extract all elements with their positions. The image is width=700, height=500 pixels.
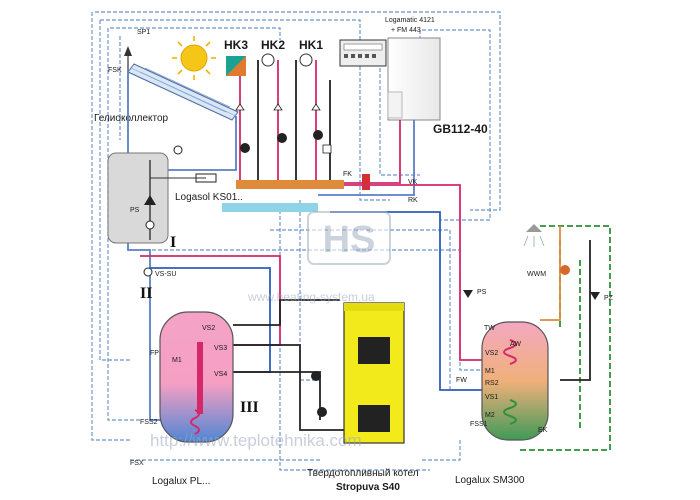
vs2-left-label: VS2	[202, 325, 215, 332]
ps-right-pump-icon	[463, 290, 473, 298]
tank-left-label: Logalux PL...	[152, 476, 210, 487]
gas-boiler	[387, 37, 441, 121]
solar-collector-label: Гелиоколлектор	[94, 113, 169, 124]
pump-icon	[144, 195, 156, 205]
zone-label-3: III	[240, 399, 259, 416]
fsk-label: FSK	[108, 67, 122, 74]
m2-label: M2	[485, 412, 495, 419]
wwm-label: WWM	[527, 271, 546, 278]
fk-sensor	[362, 174, 370, 190]
sp1-label: SP1	[137, 29, 150, 36]
aw-label: AW	[510, 341, 521, 348]
tank-right-label: Logalux SM300	[455, 475, 525, 486]
ps-right-label: PS	[477, 289, 487, 296]
fss1-label: FSS1	[470, 421, 488, 428]
controller-label: Logamatic 4121	[385, 17, 435, 24]
ek-label: EK	[538, 427, 548, 434]
vs2-right-label: VS2	[485, 350, 498, 357]
heating-circuits	[222, 53, 344, 212]
gas-boiler-label: GB112-40	[433, 122, 488, 136]
tw-label: TW	[484, 325, 495, 332]
vs4-left-label: VS4	[214, 371, 227, 378]
cold-manifold	[222, 203, 318, 212]
solid-boiler-label-2: Stropuva S40	[336, 482, 400, 493]
solar-collector	[127, 63, 239, 121]
sun-icon	[172, 36, 216, 80]
storage-tank-right	[481, 321, 549, 441]
zone-label-2: II	[140, 285, 152, 302]
hk1-label: HK1	[299, 38, 323, 52]
fw-label: FW	[456, 377, 467, 384]
solar-station	[107, 145, 217, 244]
vs1-label: VS1	[485, 394, 498, 401]
hk3-label: HK3	[224, 38, 248, 52]
hot-manifold	[236, 180, 344, 189]
fsx-label: FSX	[130, 460, 144, 467]
pz-label: PZ	[604, 295, 614, 302]
watermark-url-2: http://www.teplotehnika.com	[150, 431, 362, 450]
diverter-valve-icon	[143, 267, 153, 277]
rs2-label: RS2	[485, 380, 499, 387]
fp-label: FP	[150, 350, 159, 357]
watermark-url-1: www.heating-system.ua	[247, 290, 375, 304]
dhw-hot-pipes	[540, 226, 591, 381]
solid-boiler-label-1: Твердотопливный котел	[307, 468, 419, 479]
zone-label-1: I	[170, 234, 176, 251]
gauge-icon	[173, 145, 183, 155]
vs3-left-label: VS3	[214, 345, 227, 352]
storage-tank-left	[159, 311, 234, 443]
shower-icon	[523, 224, 545, 247]
mixing-valve-icon	[560, 265, 570, 275]
svg-text:HS: HS	[323, 219, 376, 261]
solid-boiler-pump-icon	[311, 371, 321, 381]
rk-label: RK	[408, 197, 418, 204]
solid-fuel-boiler	[343, 302, 405, 444]
solar-station-label: Logasol KS01..	[175, 192, 243, 203]
boiler-return-pump-icon	[317, 407, 327, 417]
controller-box	[339, 39, 387, 67]
controller-module-label: + FM 443	[391, 27, 421, 34]
m1-left-label: M1	[172, 357, 182, 364]
m1-right-label: M1	[485, 368, 495, 375]
vs-su-label: VS-SU	[155, 271, 176, 278]
vk-label: VK	[408, 179, 418, 186]
hk2-label: HK2	[261, 38, 285, 52]
air-vent-icon	[124, 46, 132, 70]
pz-pump-icon	[590, 292, 600, 300]
fss2-left-label: FSS2	[140, 419, 158, 426]
ps-label: PS	[130, 207, 140, 214]
fk-label: FK	[343, 171, 352, 178]
watermark-logo: HS	[307, 211, 391, 265]
